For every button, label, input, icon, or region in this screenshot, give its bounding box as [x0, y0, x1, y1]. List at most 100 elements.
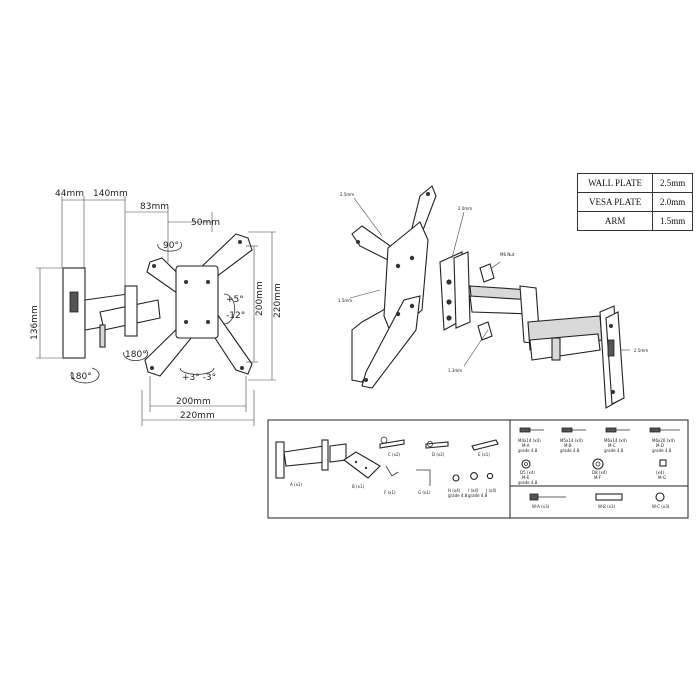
angle-180a: 180° — [70, 372, 92, 382]
arm-assembly-exploded — [439, 251, 625, 409]
kit-washer-m-g: (x4) M-G — [656, 459, 667, 480]
kit-bolt-m-c: M6x14 (x4) M-C grade 4.8 — [604, 427, 630, 453]
svg-text:M-G: M-G — [658, 475, 666, 480]
thickness-label-1-3mm: 1.3mm — [448, 368, 462, 373]
m6-nut-label: M6 Nut — [500, 252, 515, 257]
kit-washer-m-f: D8 (x4) M-F — [592, 458, 607, 480]
spec-part-wall-plate: WALL PLATE — [576, 173, 654, 193]
arm-hook-exploded — [551, 337, 561, 361]
svg-text:I (x4): I (x4) — [468, 488, 479, 493]
dim-50mm: 50mm — [191, 218, 220, 228]
svg-text:M6x14 (x4): M6x14 (x4) — [604, 438, 627, 443]
svg-text:A (x1): A (x1) — [290, 482, 302, 487]
tilt-arrow — [223, 293, 236, 325]
svg-text:H (x4): H (x4) — [448, 488, 461, 493]
kit-part-e: E (x1) — [471, 439, 499, 457]
tilt-up-angle: +5° — [226, 295, 244, 305]
kit-part-h: H (x4) grade 4.8 — [448, 474, 468, 498]
svg-text:D5 (x4): D5 (x4) — [520, 470, 535, 475]
spec-thickness-vesa-plate: 2.0mm — [652, 192, 693, 212]
kit-part-f: F (x1) — [384, 465, 399, 495]
thickness-label-1-5mm: 1.5mm — [338, 298, 352, 303]
dim-220mm-horizontal: 220mm — [180, 411, 215, 421]
svg-text:W-A (x3): W-A (x3) — [532, 504, 550, 509]
swivel-angle: +3° -3° — [182, 373, 216, 383]
svg-text:M6x20 (x4): M6x20 (x4) — [652, 438, 675, 443]
spec-part-vesa-plate: VESA PLATE — [576, 192, 654, 212]
thickness-spec-table: WALL PLATE 2.5mm VESA PLATE 2.0mm ARM 1.… — [576, 173, 693, 231]
dim-83mm: 83mm — [140, 202, 169, 212]
svg-text:grade 4.8: grade 4.8 — [448, 493, 468, 498]
svg-text:M-E: M-E — [522, 475, 530, 480]
kit-frame — [267, 419, 689, 519]
arm-joint — [124, 285, 138, 337]
kit-washer-m-e: D5 (x4) M-E grade 4.8 — [518, 459, 538, 485]
svg-text:M4x14 (x4): M4x14 (x4) — [518, 438, 541, 443]
kit-bolt-m-b: M5x14 (x4) M-B grade 4.8 — [560, 427, 586, 453]
svg-text:D (x2): D (x2) — [432, 452, 445, 457]
dim-140mm: 140mm — [93, 189, 128, 199]
dim-220mm-vertical: 220mm — [273, 283, 283, 318]
swivel-arrow — [179, 367, 215, 375]
svg-text:M-B: M-B — [564, 443, 572, 448]
kit-bolt-m-d: M6x20 (x4) M-D grade 4.8 — [649, 427, 680, 453]
kit-part-d: D (x2) — [425, 440, 449, 457]
wall-plate-bracket — [69, 291, 79, 313]
kit-part-i: I (x4) grade 4.8 — [468, 472, 488, 498]
kit-part-j: J (x4) — [485, 472, 497, 493]
svg-text:M5x14 (x4): M5x14 (x4) — [560, 438, 583, 443]
dim-44mm: 44mm — [55, 189, 84, 199]
svg-text:grade 4.8: grade 4.8 — [518, 448, 538, 453]
svg-text:M-A: M-A — [522, 443, 530, 448]
spec-thickness-arm: 1.5mm — [652, 211, 693, 231]
dim-200mm-horizontal: 200mm — [176, 397, 211, 407]
kit-part-g: G (x1) — [416, 469, 431, 495]
dim-200mm-vertical: 200mm — [255, 281, 265, 316]
dimension-view: 44mm 140mm 83mm 50mm 136mm 180° 180° 90° — [30, 189, 283, 426]
dim-136mm: 136mm — [30, 305, 40, 340]
svg-text:W-C (x3): W-C (x3) — [652, 504, 670, 509]
hardware-kit: A (x1) B (x1) C (x2) D (x2) E (x1) — [267, 419, 689, 519]
kit-part-c: C (x2) — [379, 436, 405, 457]
svg-text:W-B (x3): W-B (x3) — [598, 504, 616, 509]
arm-hook — [99, 324, 106, 348]
svg-text:D8 (x4): D8 (x4) — [592, 470, 607, 475]
thickness-label-2-0mm: 2.0mm — [458, 206, 472, 211]
svg-text:grade 4.8: grade 4.8 — [604, 448, 624, 453]
svg-text:grade 4.8: grade 4.8 — [518, 480, 538, 485]
svg-text:M-D: M-D — [656, 443, 664, 448]
rotate-arrow-180b — [123, 349, 149, 361]
svg-text:grade 4.8: grade 4.8 — [652, 448, 672, 453]
kit-bolt-m-a: M4x14 (x4) M-A grade 4.8 — [518, 427, 544, 453]
svg-text:grade 4.8: grade 4.8 — [560, 448, 580, 453]
exploded-view: 2.5mm 1.5mm 2.0mm M6 Nut 1.3mm 2.5mm — [338, 185, 648, 409]
kit-anchor-w-c: W-C (x3) — [652, 492, 670, 509]
svg-text:C (x2): C (x2) — [388, 452, 401, 457]
svg-text:M-F: M-F — [594, 475, 602, 480]
svg-text:M-C: M-C — [608, 443, 616, 448]
wall-plate-side — [62, 267, 86, 359]
angle-90: 90° — [163, 241, 179, 251]
m6-nut-top — [479, 263, 495, 283]
svg-text:B (x1): B (x1) — [352, 484, 364, 489]
table-row: WALL PLATE 2.5mm — [576, 173, 693, 193]
kit-part-b: B (x1) — [343, 451, 381, 489]
kit-part-a: A (x1) — [275, 439, 347, 487]
svg-text:J (x4): J (x4) — [485, 488, 497, 493]
svg-text:(x4): (x4) — [656, 470, 664, 475]
svg-text:F (x1): F (x1) — [384, 490, 396, 495]
rotate-arrow-180a — [70, 367, 100, 384]
svg-text:G (x1): G (x1) — [418, 490, 431, 495]
rotate-arrow-90 — [157, 241, 183, 252]
vesa-plate-exploded — [351, 185, 437, 389]
tilt-down-angle: -12° — [226, 311, 245, 321]
spec-part-arm: ARM — [576, 211, 654, 231]
kit-anchor-w-a: W-A (x3) — [529, 493, 566, 509]
thickness-label-2-5mm-b: 2.5mm — [634, 348, 648, 353]
spec-thickness-wall-plate: 2.5mm — [652, 173, 693, 193]
kit-anchor-w-b: W-B (x3) — [595, 493, 623, 509]
angle-180b: 180° — [125, 350, 147, 360]
table-row: ARM 1.5mm — [576, 211, 693, 231]
vesa-plate-front — [144, 233, 253, 377]
